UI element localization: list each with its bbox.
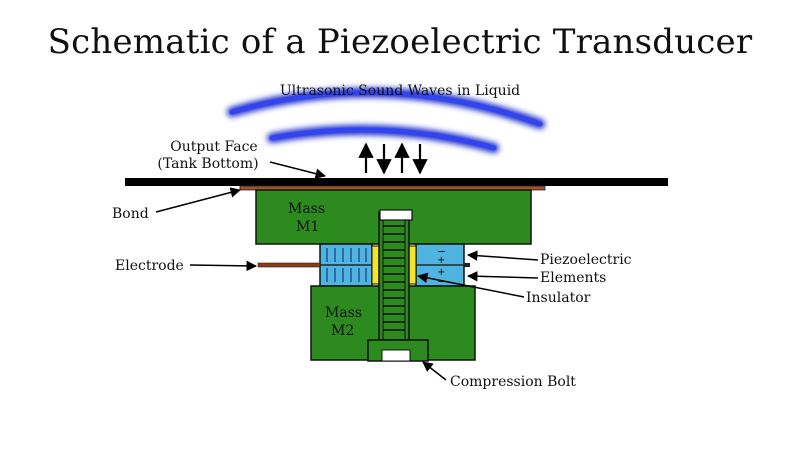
insulator-right [408,245,417,285]
piezo-label-line1: Piezoelectric [540,252,632,268]
bolt-tip [379,209,413,221]
output-face-arrow [269,161,327,179]
compression-bolt-label: Compression Bolt [450,374,576,390]
mass-m1-label-line2: M1 [296,219,319,235]
mass-m2-label-line1: Mass [325,305,362,321]
polarity-minus-bottom: − [437,275,446,288]
electrode-label: Electrode [115,258,184,274]
piezo-element-left [319,243,373,287]
polarity-minus-top: − [437,245,446,258]
electrode-right [464,263,470,267]
piezo-arrow-bottom [466,271,539,282]
insulator-left [371,245,380,285]
compression-bolt [367,209,429,362]
piezo-arrow-top [466,250,539,261]
sound-wave-inner-core [269,127,497,151]
polarity-plus-bottom: + [437,267,445,278]
piezo-element-right: − + + − [415,243,465,288]
diagram-title: Schematic of a Piezoelectric Transducer [47,22,753,62]
electrode-arrow [189,260,258,272]
polarity-plus-top: + [437,255,445,266]
output-face-sublabel: (Tank Bottom) [157,156,258,172]
mass-m1-label-line1: Mass [288,201,325,217]
insulator-label: Insulator [526,290,591,306]
sound-wave-outer-core [229,90,543,127]
mass-m2-label-line2: M2 [331,323,354,339]
compression-bolt-arrow [422,361,447,381]
output-face-plate [125,178,668,186]
bond-label: Bond [112,206,149,222]
vibration-arrows [358,142,428,175]
insulator-arrow [416,272,525,298]
bolt-head-slot [381,349,411,362]
electrode-left [257,262,321,268]
piezo-label-line2: Elements [540,270,606,286]
output-face-label: Output Face [170,139,257,155]
waves-label: Ultrasonic Sound Waves in Liquid [280,83,520,99]
callout-arrows [155,161,539,381]
bond-arrow [155,187,242,213]
